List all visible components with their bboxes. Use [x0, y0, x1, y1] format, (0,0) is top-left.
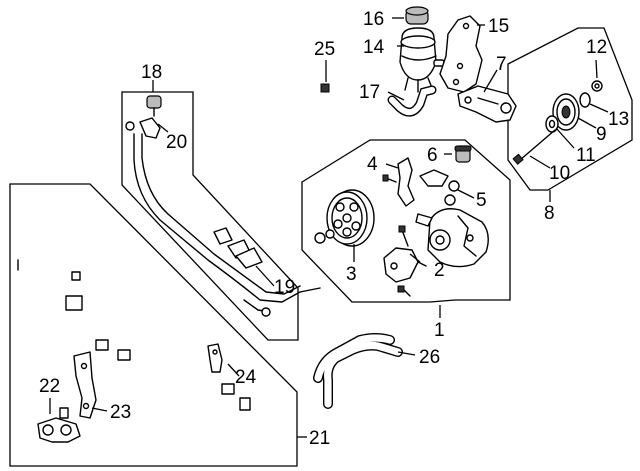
label-13: 13: [608, 109, 629, 130]
bracket-23: [73, 351, 97, 419]
label-10: 10: [549, 163, 570, 184]
label-15: 15: [488, 16, 509, 37]
power-steering-pump: [415, 208, 489, 268]
reservoir: [399, 27, 445, 93]
clip-20: [125, 117, 161, 139]
return-hose: [284, 83, 330, 178]
label-23: 23: [110, 402, 131, 423]
label-8: 8: [544, 203, 555, 224]
washer-12: [591, 80, 603, 92]
label-17: 17: [359, 82, 380, 103]
tube-assembly-group-outline: [9, 183, 298, 467]
label-18: 18: [141, 62, 162, 83]
fitting-18: [146, 95, 162, 117]
leader-lines: [49, 17, 609, 438]
label-12: 12: [586, 37, 607, 58]
label-19: 19: [274, 277, 295, 298]
pump-assembly-group-outline: [301, 139, 511, 303]
label-6: 6: [427, 145, 438, 166]
label-21: 21: [309, 428, 330, 449]
idler-pulley-9: [552, 93, 580, 131]
label-4: 4: [367, 154, 378, 175]
label-1: 1: [434, 320, 445, 341]
reservoir-bracket: [439, 15, 483, 93]
part-number-labels: 16 14 15 25 7 17 18 20 12 13 9 11 10 8 6…: [39, 9, 629, 449]
label-24: 24: [235, 367, 257, 388]
pump-pulley: [326, 189, 375, 247]
pressure-hose: [313, 333, 403, 409]
label-3: 3: [346, 264, 357, 285]
clamp-19: [213, 227, 263, 269]
label-14: 14: [363, 37, 385, 58]
tube-clips: [65, 271, 251, 411]
clamp-22: [37, 407, 81, 443]
pulley-kit-group-outline: [507, 27, 633, 191]
bracket-4: [382, 157, 415, 207]
label-11: 11: [576, 145, 596, 166]
label-9: 9: [596, 124, 607, 145]
spacer-13: [579, 92, 591, 108]
pump-bracket: [457, 85, 517, 123]
hose-assembly-group-outline: [121, 91, 299, 341]
label-25: 25: [314, 39, 335, 60]
suction-hose: [387, 85, 437, 117]
bolt-10: [512, 129, 556, 165]
label-2: 2: [434, 260, 445, 281]
pump-bracket-2: [383, 225, 427, 297]
label-26: 26: [419, 347, 440, 368]
hose-assembly: [133, 133, 321, 317]
nut-small: [314, 229, 335, 244]
reservoir-cap: [405, 6, 429, 25]
oring-5: [419, 169, 460, 206]
tube-assembly: [17, 208, 272, 454]
label-22: 22: [39, 376, 60, 397]
label-5: 5: [476, 190, 487, 211]
washer-11: [545, 115, 559, 133]
label-7: 7: [496, 54, 507, 75]
label-16: 16: [363, 9, 384, 30]
bracket-24: [207, 343, 223, 373]
fitting-6: [454, 145, 472, 163]
label-20: 20: [166, 132, 187, 153]
